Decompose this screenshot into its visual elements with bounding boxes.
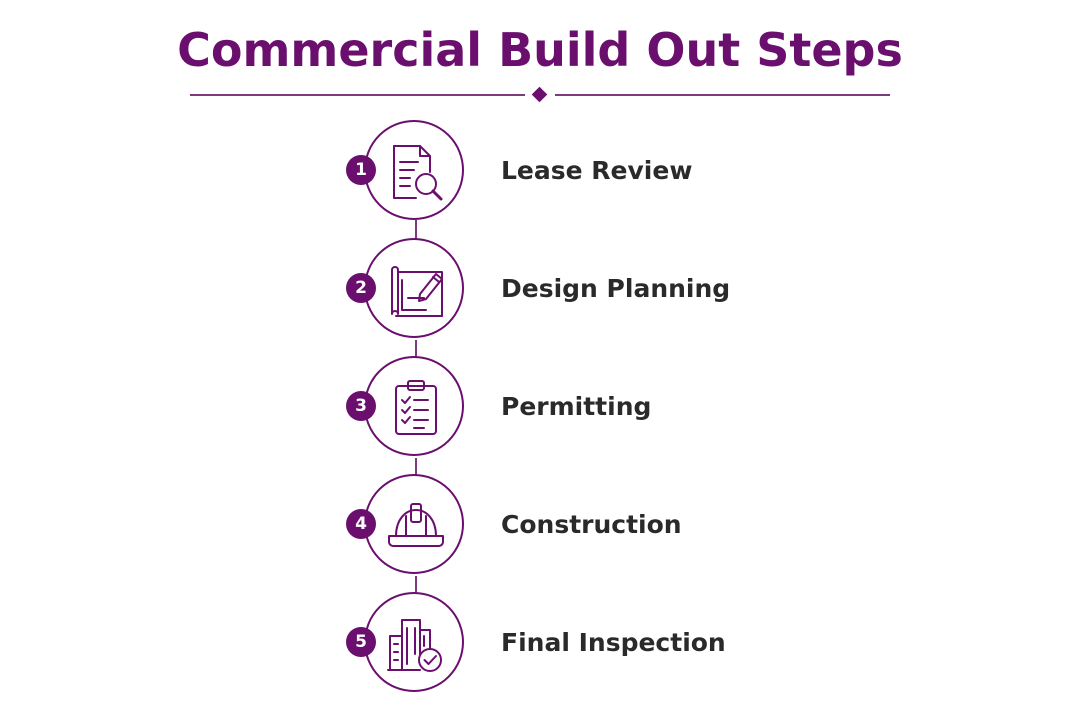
- step-icon-circle: [364, 474, 464, 574]
- step-icon-circle: [364, 120, 464, 220]
- step-item: 5 Final Inspection: [0, 592, 1080, 696]
- step-number-badge: 5: [346, 627, 376, 657]
- building-check-icon: [387, 619, 442, 672]
- step-connector: [415, 576, 417, 594]
- hard-hat-icon: [388, 503, 444, 547]
- step-label: Design Planning: [501, 274, 731, 303]
- step-number-badge: 4: [346, 509, 376, 539]
- step-icon-circle: [364, 238, 464, 338]
- step-label: Final Inspection: [501, 628, 726, 657]
- step-connector: [415, 220, 417, 240]
- blueprint-pencil-icon: [391, 266, 443, 317]
- step-number-badge: 3: [346, 391, 376, 421]
- step-icon-circle: [364, 592, 464, 692]
- title-divider: [190, 86, 890, 104]
- step-label: Construction: [501, 510, 682, 539]
- divider-line-left: [190, 94, 525, 96]
- divider-line-right: [555, 94, 890, 96]
- step-number-badge: 1: [346, 155, 376, 185]
- step-connector: [415, 458, 417, 476]
- step-connector: [415, 340, 417, 358]
- step-label: Lease Review: [501, 156, 693, 185]
- step-item: 1 Lease Review: [0, 120, 1080, 224]
- step-number-badge: 2: [346, 273, 376, 303]
- divider-diamond: [531, 86, 548, 103]
- document-search-icon: [393, 145, 443, 201]
- step-item: 4 Construction: [0, 474, 1080, 578]
- clipboard-checklist-icon: [395, 380, 437, 435]
- page-title: Commercial Build Out Steps: [177, 23, 903, 77]
- step-icon-circle: [364, 356, 464, 456]
- step-item: 2 Design Planning: [0, 238, 1080, 342]
- step-item: 3 Permitting: [0, 356, 1080, 460]
- step-label: Permitting: [501, 392, 652, 421]
